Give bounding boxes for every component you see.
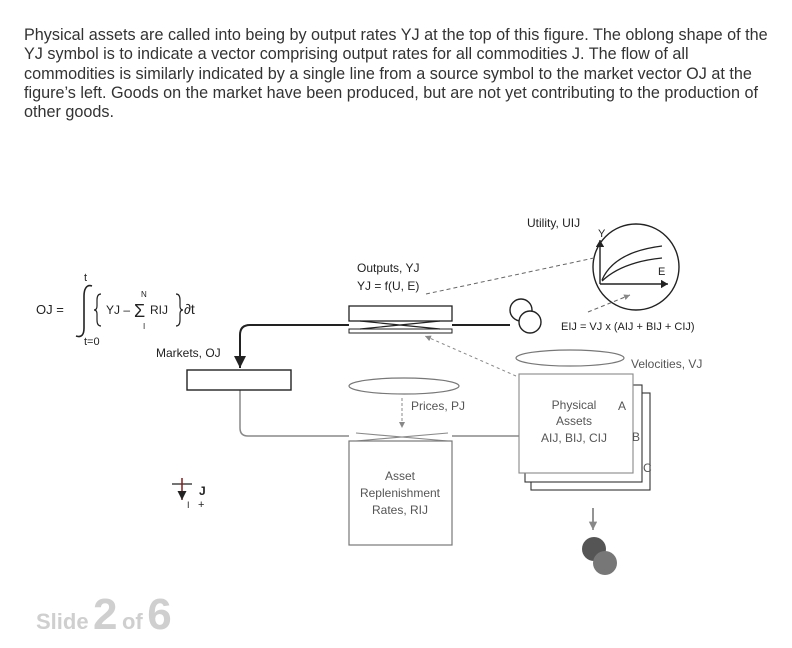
- physical-assets-line-2: Assets: [556, 414, 592, 428]
- integral-upper-limit: t: [84, 272, 87, 284]
- sum-sign: Σ: [134, 301, 145, 321]
- axis-i-label: I: [187, 500, 190, 510]
- outputs-vector-box: [348, 305, 453, 322]
- stack-label-c: C: [643, 461, 652, 475]
- r-term: RIJ: [150, 303, 168, 317]
- sum-upper-limit: N: [141, 290, 147, 299]
- intro-paragraph: Physical assets are called into being by…: [24, 26, 768, 122]
- sink-symbol: [582, 537, 617, 575]
- graph-e-label: E: [658, 266, 665, 278]
- axis-indicator: J I +: [172, 478, 206, 511]
- left-brace: [93, 293, 102, 327]
- efficiency-formula: EIJ = VJ x (AIJ + BIJ + CIJ): [561, 321, 695, 333]
- slide-number: 2: [93, 590, 118, 639]
- equation-lhs: OJ =: [36, 302, 64, 317]
- replenishment-valve: [355, 432, 449, 442]
- assets-to-output-dashed: [424, 335, 517, 377]
- stack-label-b: B: [632, 430, 640, 444]
- utility-curve-2: [601, 257, 663, 282]
- prices-ellipse: [348, 377, 460, 395]
- slide-total: 6: [147, 590, 172, 639]
- integral-lower-limit: t=0: [84, 336, 100, 348]
- velocities-ellipse: [515, 349, 625, 367]
- velocities-label: Velocities, VJ: [631, 357, 702, 371]
- asset-layer-a: [518, 373, 634, 474]
- utility-graph: Y E: [592, 223, 680, 311]
- outputs-valve: [359, 320, 441, 330]
- outputs-valve-base: [348, 328, 453, 334]
- markets-vector-box: [186, 369, 292, 391]
- replenishment-line-3: Rates, RIJ: [372, 503, 428, 517]
- outputs-formula: YJ = f(U, E): [357, 279, 419, 293]
- market-to-replenishment-line: [239, 390, 349, 437]
- integral-equation: OJ = t t=0 YJ – N Σ I RIJ ∂t: [36, 272, 195, 348]
- right-brace: [175, 293, 184, 327]
- replenishment-line-1: Asset: [385, 469, 416, 483]
- dt-term: ∂t: [184, 301, 195, 317]
- outputs-label: Outputs, YJ: [357, 261, 419, 275]
- efficiency-to-utility-dashed: [587, 294, 631, 313]
- markets-label: Markets, OJ: [156, 346, 221, 360]
- of-word: of: [121, 609, 143, 634]
- utility-to-output-dashed: [425, 257, 595, 295]
- source-symbol: [509, 298, 542, 334]
- utility-graph-circle: [592, 223, 680, 311]
- slide-counter: Slide 2 of 6: [36, 590, 172, 640]
- physical-assets-stack: Physical Assets AIJ, BIJ, CIJ A B C: [518, 373, 652, 491]
- integral-sign: [75, 284, 93, 338]
- prices-label: Prices, PJ: [411, 399, 465, 413]
- replenishment-line-2: Replenishment: [360, 486, 441, 500]
- y-term: YJ –: [106, 303, 130, 317]
- graph-y-label: Y: [598, 228, 606, 240]
- replenishment-box: [348, 440, 453, 546]
- sum-lower-limit: I: [143, 322, 145, 331]
- slide-word: Slide: [36, 609, 89, 634]
- output-to-market-line: [234, 324, 349, 368]
- axis-j-label: J: [199, 484, 206, 498]
- utility-curve-1: [601, 245, 663, 281]
- utility-label: Utility, UIJ: [527, 216, 580, 230]
- physical-assets-line-1: Physical: [552, 398, 597, 412]
- axis-plus-label: +: [198, 499, 204, 511]
- stack-label-a: A: [618, 399, 626, 413]
- physical-assets-line-3: AIJ, BIJ, CIJ: [541, 431, 607, 445]
